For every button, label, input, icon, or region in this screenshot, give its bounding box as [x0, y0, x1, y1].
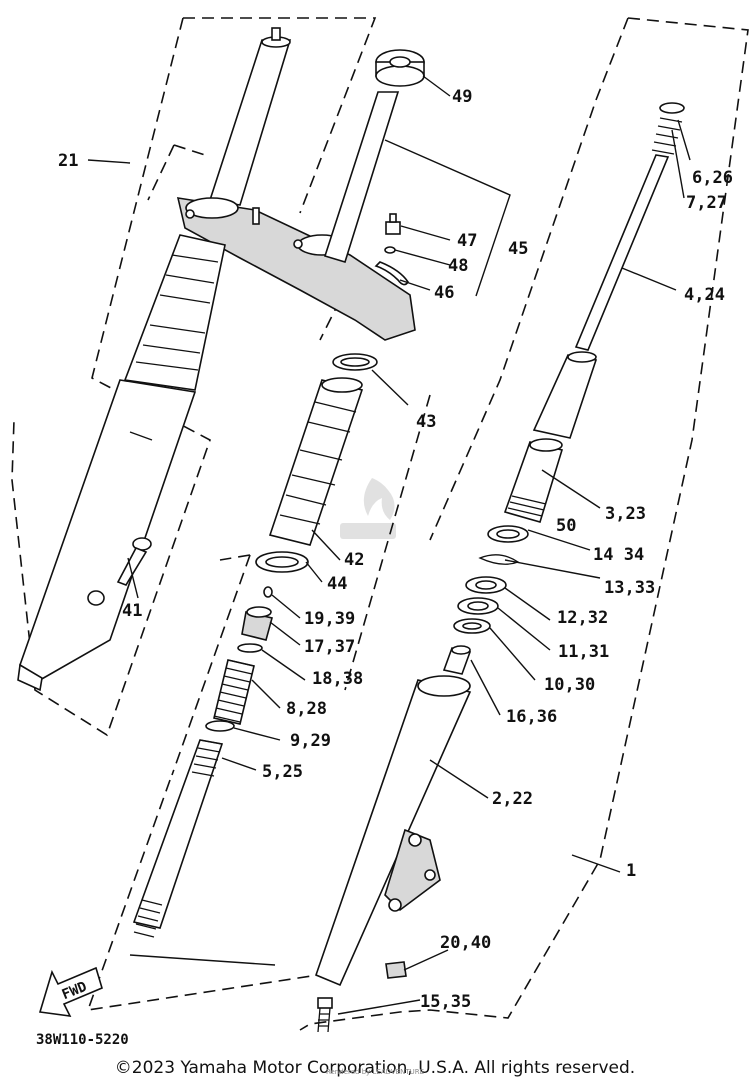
callout-41: 41 [122, 601, 142, 621]
callout-15-35: 15,35 [420, 992, 471, 1012]
callout-12-32: 12,32 [557, 608, 608, 628]
assembled-fork-21 [17, 27, 416, 692]
part-41-bolt [116, 537, 152, 586]
callout-17-37: 17,37 [304, 637, 355, 657]
assembly-outline-21 [11, 17, 377, 737]
callout-8-28: 8,28 [286, 699, 327, 719]
callout-14-34: 14 34 [593, 545, 644, 565]
callout-16-36: 16,36 [506, 707, 557, 727]
part-6-ring [659, 102, 685, 114]
part-47-bolt [385, 221, 401, 235]
right-exploded-fork [314, 102, 685, 1033]
watermark-logo [340, 478, 396, 539]
part-2-axle-bracket [384, 828, 441, 912]
drawing-code: 38W110-5220 [36, 1032, 129, 1048]
part-20-drain-bolt [385, 961, 407, 979]
part-4-inner-tube [574, 154, 670, 351]
leader-lines [87, 75, 691, 1015]
part-5-damper-rod [132, 739, 224, 938]
callout-47: 47 [457, 231, 477, 251]
callout-3-23: 3,23 [605, 504, 646, 524]
part-7-spring [651, 117, 683, 155]
middle-parts [116, 353, 378, 938]
part-13-clip [478, 554, 520, 565]
part-19-nut [263, 586, 273, 598]
callout-7-27: 7,27 [686, 193, 727, 213]
part-8-spring [213, 659, 255, 725]
assembly-outline-1 [299, 17, 749, 1031]
part-42-dust-boot [268, 379, 364, 546]
callout-43: 43 [416, 412, 436, 432]
callout-4-24: 4,24 [684, 285, 725, 305]
callout-20-40: 20,40 [440, 933, 491, 953]
part-3-slide-tube [532, 354, 598, 439]
callout-48: 48 [448, 256, 468, 276]
part-48-washer [384, 246, 396, 254]
part-9-ring [205, 720, 235, 732]
callout-18-38: 18,38 [312, 669, 363, 689]
part-18-ring [237, 643, 263, 653]
callout-13-33: 13,33 [604, 578, 655, 598]
callout-19-39: 19,39 [304, 609, 355, 629]
callout-50: 50 [556, 516, 576, 536]
watermark-text: Rendered by LEADVENTURE [325, 1068, 425, 1076]
steering-stem-parts [374, 49, 425, 286]
assembly-outlines [11, 17, 749, 1031]
part-46-clip [374, 261, 409, 286]
callout-1: 1 [626, 861, 636, 881]
callout-5-25: 5,25 [262, 762, 303, 782]
callout-9-29: 9,29 [290, 731, 331, 751]
callout-49: 49 [452, 87, 472, 107]
callout-11-31: 11,31 [558, 642, 609, 662]
assembly-outline-inner [86, 394, 431, 1011]
copyright-notice: ©2023 Yamaha Motor Corporation, U.S.A. A… [114, 1058, 636, 1078]
callout-6-26: 6,26 [692, 168, 733, 188]
callout-21: 21 [58, 151, 78, 171]
callout-45: 45 [508, 239, 528, 259]
callout-46: 46 [434, 283, 454, 303]
part-15-bolt [317, 997, 333, 1033]
callout-10-30: 10,30 [544, 675, 595, 695]
callout-44: 44 [327, 574, 347, 594]
callout-2-22: 2,22 [492, 789, 533, 809]
callout-42: 42 [344, 550, 364, 570]
callout-labels: 21 49 47 45 48 46 6,26 7,27 4,24 43 3,23… [58, 87, 733, 1012]
